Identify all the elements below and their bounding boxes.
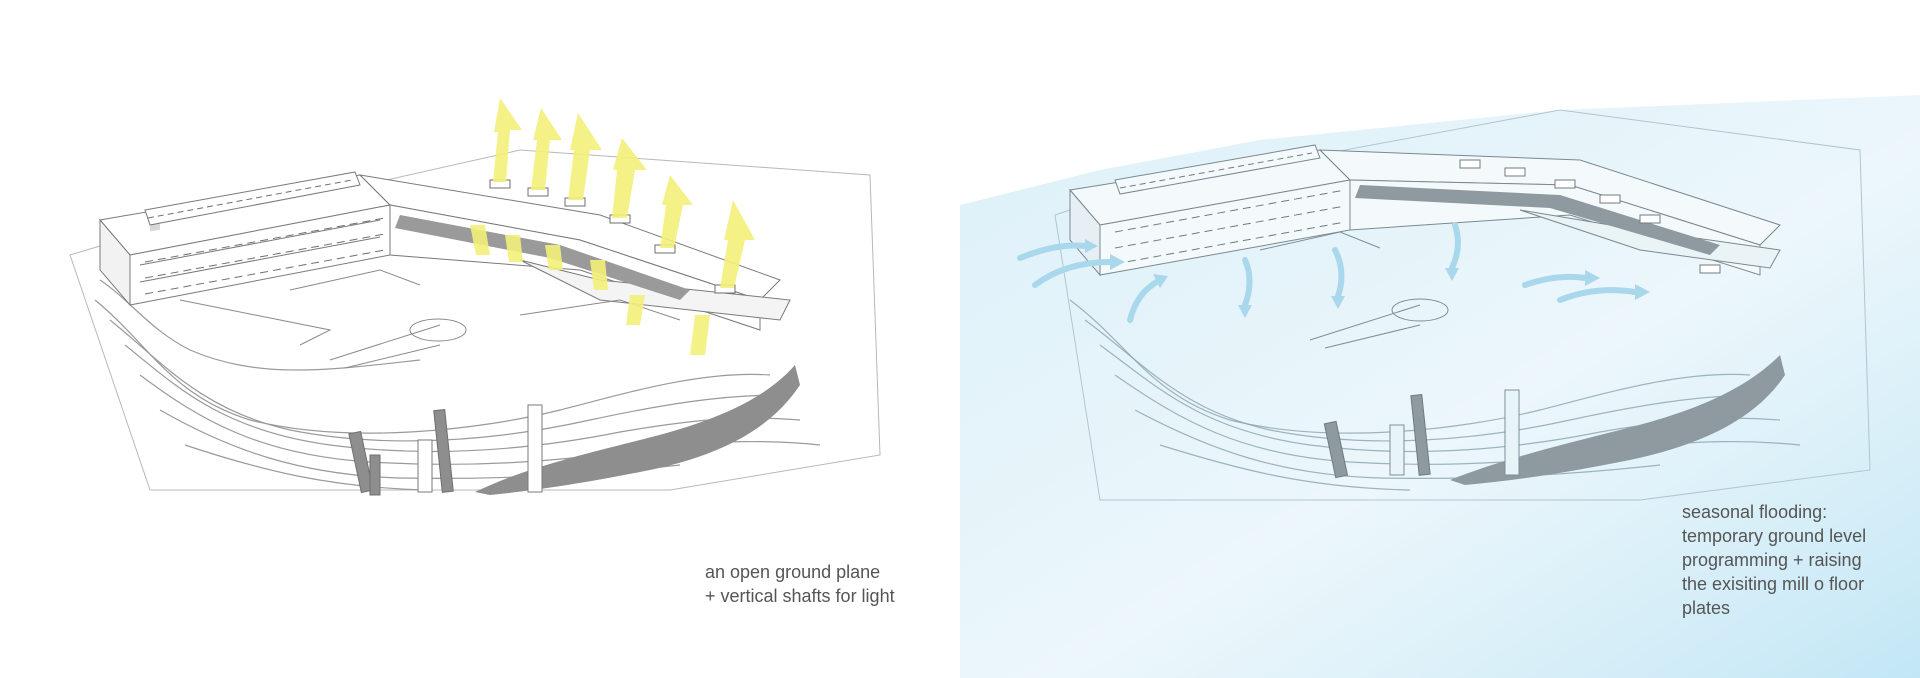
light-shaft-arrow [690, 315, 710, 355]
water-flow-arrowheads [1085, 239, 1650, 318]
water-flow-arrow [1032, 259, 1113, 288]
mill-chimneys [348, 409, 454, 496]
roof-channel-shadow [395, 215, 690, 300]
light-shaft-arrow [531, 108, 562, 190]
light-shaft-arrow [590, 260, 608, 290]
chimney-outlines [417, 404, 543, 493]
light-shaft-arrow [493, 98, 522, 182]
right-site-drawing [960, 95, 1920, 678]
light-shaft-arrow [660, 175, 693, 248]
retaining-wall-shadow [1450, 355, 1785, 485]
left-diagram-panel: an open ground plane + vertical shafts f… [69, 98, 895, 606]
light-shaft-arrow [626, 295, 645, 325]
light-shaft-arrow [470, 225, 490, 255]
water-flow-arrow [1127, 277, 1163, 323]
roof-channel-shadow [1355, 185, 1720, 255]
courtyard-elements [179, 269, 681, 369]
water-flow-arrow [1522, 273, 1588, 288]
light-shaft-arrow [612, 138, 647, 218]
roof-skylights [489, 179, 736, 294]
mill-chimneys [1323, 394, 1431, 479]
retaining-wall-shadow [475, 365, 800, 495]
left-site-drawing [69, 98, 881, 496]
courtyard-elements [1259, 231, 1449, 349]
light-shaft-arrow [720, 200, 755, 288]
water-flow-arrows [1017, 222, 1638, 323]
water-flow-arrow [1242, 257, 1253, 308]
light-shaft-arrow [568, 113, 602, 200]
roof-skylights [1459, 159, 1721, 274]
light-shaft-arrow [505, 235, 523, 262]
right-caption: seasonal flooding: temporary ground leve… [1682, 502, 1867, 618]
right-diagram-panel: seasonal flooding: temporary ground leve… [960, 0, 1920, 678]
left-caption: an open ground plane + vertical shafts f… [705, 562, 895, 606]
light-shaft-arrow [545, 245, 563, 270]
water-flow-arrow [1017, 242, 1088, 261]
water-flow-arrow [1557, 287, 1638, 303]
water-flow-arrow [1332, 247, 1345, 299]
chimney-outlines [1389, 389, 1520, 476]
window-rows [144, 179, 386, 295]
terrain-contours [94, 279, 821, 491]
water-flow-arrow [1449, 222, 1461, 271]
light-shafts [470, 98, 755, 355]
